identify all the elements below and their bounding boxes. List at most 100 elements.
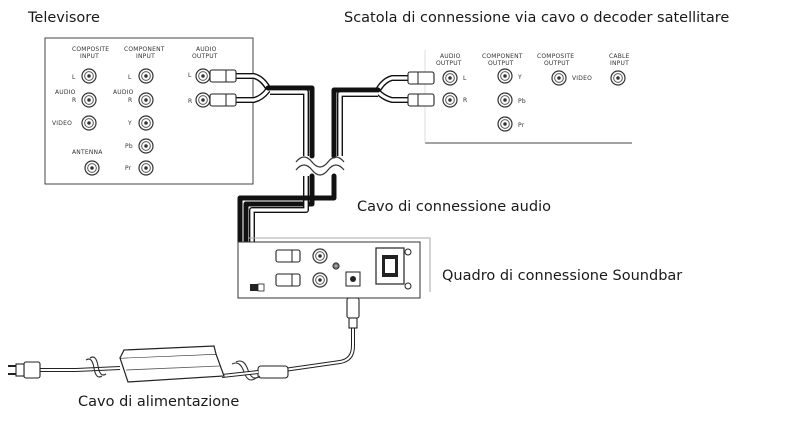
box-cable-in-label: CABLE INPUT — [609, 53, 632, 67]
box-cable-in-jack-ring — [613, 73, 623, 83]
tv-plug-r — [209, 93, 237, 107]
power-adapter-top — [119, 345, 217, 359]
tv-component-r-jack — [138, 92, 154, 108]
tv-r-label-3: R — [188, 98, 192, 105]
sb-audio-r-jack-pin — [318, 278, 322, 282]
box-audio-out-l1: AUDIO — [440, 53, 461, 60]
box-component-out-l1: COMPONENT — [482, 53, 523, 60]
box-y-jack-pin — [503, 74, 507, 78]
box-plug-l — [407, 71, 435, 85]
box-pr-label: Pr — [518, 122, 525, 129]
sb-audio-r-jack — [312, 272, 328, 288]
soundbar-panel-back — [248, 237, 431, 292]
tv-audio-out-l-jack-ring — [198, 71, 208, 81]
box-audio-r-jack — [442, 92, 458, 108]
tv-plug-r-lead-i — [236, 89, 270, 102]
tv-audio-out-l-jack — [195, 68, 211, 84]
box-pr-jack-ring — [500, 119, 510, 129]
box-video-label: VIDEO — [572, 75, 592, 82]
box-audio-out-l2: OUTPUT — [436, 60, 462, 67]
power-cable-caption: Cavo di alimentazione — [78, 394, 239, 410]
tv-l-label-3: L — [188, 72, 192, 79]
box-audio-l-jack — [442, 70, 458, 86]
box-l-label: L — [463, 75, 467, 82]
power-break-mark-4 — [89, 356, 107, 376]
tv-audio-label-2: AUDIO — [113, 89, 134, 96]
tv-cable-white-i — [270, 90, 308, 156]
tv-l-label-1: L — [72, 74, 76, 81]
power-adapter-seam — [125, 365, 221, 371]
tv-component-r-jack-pin — [144, 98, 148, 102]
sb-dc-jack-pin — [350, 276, 356, 282]
tv-y-jack-ring — [141, 118, 151, 128]
tv-audio-out-label-l2: OUTPUT — [192, 53, 218, 60]
tv-composite-l-jack-ring — [84, 71, 94, 81]
box-pb-jack-pin — [503, 98, 507, 102]
sb-screw-bottom — [404, 282, 412, 290]
tv-video-jack — [81, 115, 97, 131]
box-composite-out-label: COMPOSITE OUTPUT — [537, 53, 576, 67]
soundbar-panel — [237, 237, 431, 299]
tv-caption: Televisore — [27, 10, 100, 26]
tv-audio-out-l-jack-pin — [201, 74, 205, 78]
tv-audio-out-r-jack-pin — [201, 98, 205, 102]
mains-wire-i — [75, 367, 121, 371]
sb-small-indicator-ring — [333, 263, 339, 269]
box-jacks — [442, 68, 626, 132]
box-audio-r-jack-pin — [448, 98, 452, 102]
tv-component-l-jack-ring — [141, 71, 151, 81]
box-pb-jack — [497, 92, 513, 108]
box-y-jack-ring — [500, 71, 510, 81]
tv-composite-r-jack-pin — [87, 98, 91, 102]
tv-r-label-2: R — [128, 97, 132, 104]
tv-video-jack-ring — [84, 118, 94, 128]
box-composite-out-l1: COMPOSITE — [537, 53, 574, 60]
tv-pr-jack-pin — [144, 166, 148, 170]
box-cable-white-i — [338, 92, 378, 156]
cable-break-mark-top — [295, 156, 345, 168]
tv-audio-out-r-jack-ring — [198, 95, 208, 105]
tv-audio-out-label: AUDIO OUTPUT — [192, 46, 219, 60]
sb-cable-black-2 — [237, 173, 337, 269]
box-y-jack — [497, 68, 513, 84]
box-component-out-l2: OUTPUT — [488, 60, 514, 67]
tv-audio-label: AUDIO — [55, 89, 76, 96]
dc-plug-strain — [348, 317, 358, 329]
sb-plug-l — [275, 249, 301, 263]
tv-l-label-2: L — [128, 74, 132, 81]
mains-plug-body — [23, 361, 41, 379]
tv-y-label: Y — [127, 120, 132, 127]
tv-pb-label: Pb — [125, 143, 133, 150]
audio-cable-caption: Cavo di connessione audio — [357, 199, 551, 215]
box-pb-label: Pb — [518, 98, 526, 105]
box-cable-in-jack-pin — [616, 76, 620, 80]
sb-jacks — [312, 248, 340, 288]
adapter-wire-i — [221, 371, 259, 377]
sb-audio-l-jack-ring — [315, 251, 325, 261]
tv-component-r-jack-ring — [141, 95, 151, 105]
tv-pr-label: Pr — [125, 165, 132, 172]
tv-component-label-l2: INPUT — [136, 53, 155, 60]
box-component-out-label: COMPONENT OUTPUT — [482, 53, 525, 67]
tv-pb-jack-ring — [141, 141, 151, 151]
sb-small-indicator-pin — [335, 265, 337, 267]
box-video-jack-ring — [554, 73, 564, 83]
box-cable-in-jack — [610, 70, 626, 86]
tv-antenna-jack-ring — [87, 163, 97, 173]
sb-plug-r — [275, 273, 301, 287]
box-cable-black — [331, 87, 381, 159]
tv-pr-jack — [138, 160, 154, 176]
box-composite-out-l2: OUTPUT — [544, 60, 570, 67]
sb-switch — [250, 284, 260, 291]
tv-audio-out-r-jack — [195, 92, 211, 108]
tv-panel: COMPOSITE INPUT COMPONENT INPUT AUDIO OU… — [44, 37, 254, 185]
mains-plug-head — [15, 363, 25, 377]
dc-plug — [346, 297, 360, 319]
tv-cable-white-o — [270, 89, 309, 156]
box-video-jack-pin — [557, 76, 561, 80]
box-cable-in-l2: INPUT — [610, 60, 629, 67]
tv-y-jack — [138, 115, 154, 131]
tv-plug-l — [209, 69, 237, 83]
sb-audio-r-jack-ring — [315, 275, 325, 285]
